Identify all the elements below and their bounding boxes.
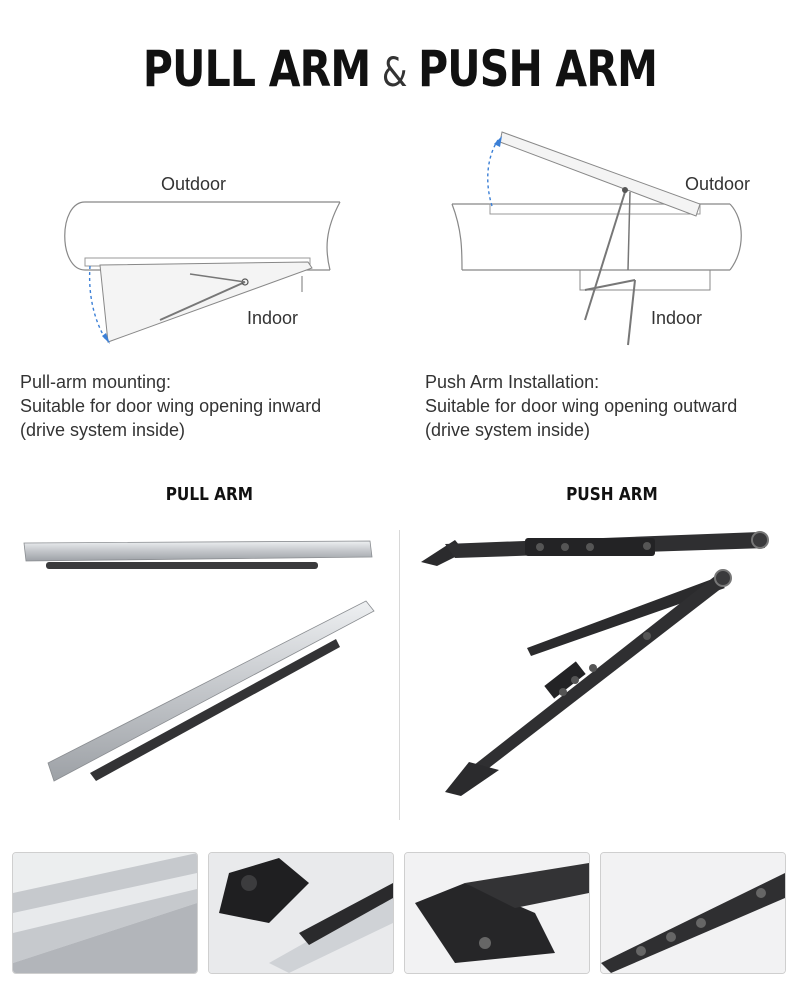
push-arm-description: Push Arm Installation: Suitable for door… xyxy=(425,370,737,442)
pull-arm-product-image xyxy=(23,540,375,782)
push-indoor-label: Indoor xyxy=(651,308,703,328)
push-arm-heading: PUSH ARM xyxy=(566,484,658,505)
push-arm-diagram xyxy=(451,131,742,346)
pull-desc-line3: (drive system inside) xyxy=(20,420,186,440)
thumbnail-push-arm-bracket xyxy=(404,852,590,974)
push-desc-line3: (drive system inside) xyxy=(425,420,591,440)
push-desc-line1: Push Arm Installation: xyxy=(425,372,600,392)
push-outdoor-label: Outdoor xyxy=(685,174,751,194)
column-divider xyxy=(399,530,400,820)
pull-outdoor-label: Outdoor xyxy=(161,174,227,194)
pull-desc-line1: Pull-arm mounting: xyxy=(20,372,172,392)
thumbnail-pull-arm-pivot xyxy=(208,852,394,974)
pull-arm-heading: PULL ARM xyxy=(165,484,254,505)
thumbnail-push-arm-rivets xyxy=(600,852,786,974)
title-ampersand: & xyxy=(381,50,408,96)
push-desc-line2: Suitable for door wing opening outward xyxy=(425,396,738,416)
title-pull-arm: PULL ARM xyxy=(142,40,371,98)
page-title: PULL ARM&PUSH ARM xyxy=(72,40,728,98)
push-arm-product-image xyxy=(421,531,769,796)
pull-indoor-label: Indoor xyxy=(247,308,299,328)
title-push-arm: PUSH ARM xyxy=(418,40,658,98)
pull-arm-diagram xyxy=(64,201,341,344)
pull-arm-description: Pull-arm mounting: Suitable for door win… xyxy=(20,370,321,442)
pull-desc-line2: Suitable for door wing opening inward xyxy=(20,396,322,416)
thumbnail-pull-arm-silver xyxy=(12,852,198,974)
